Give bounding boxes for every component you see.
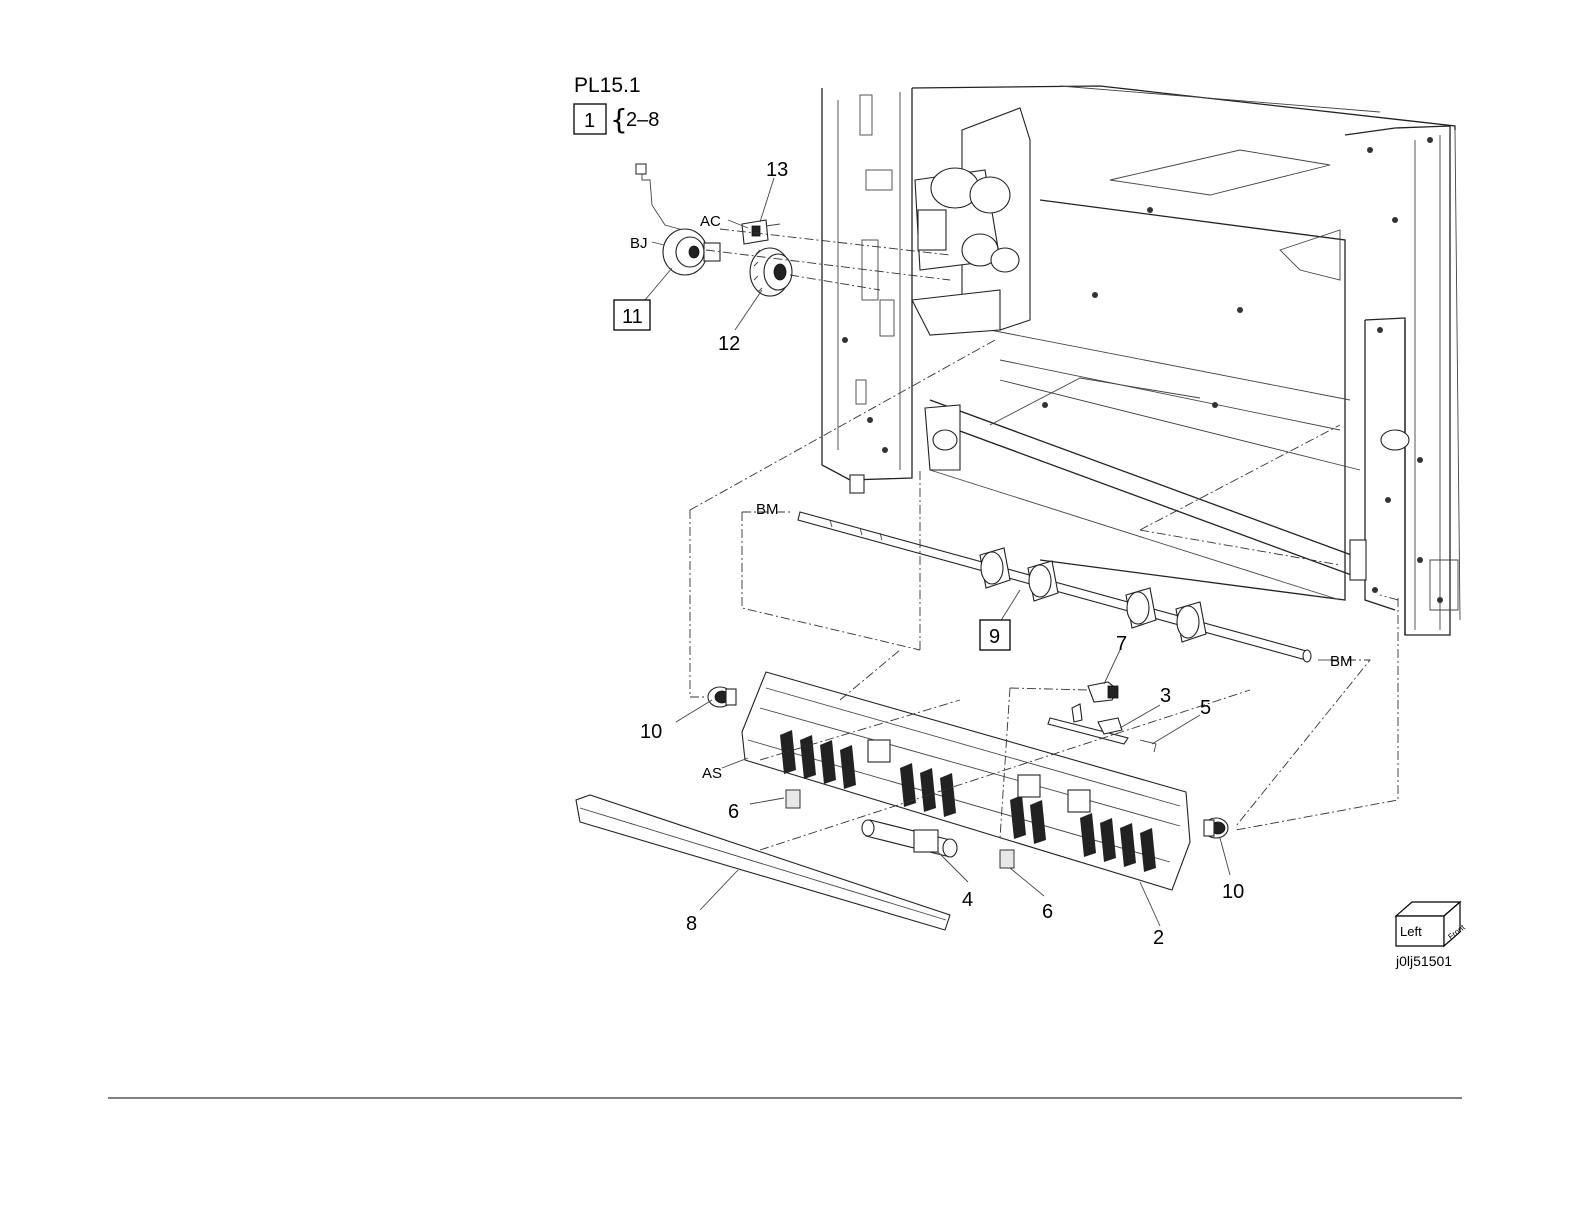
actuator-part-3 [1048,704,1128,744]
shaft-part-9 [798,512,1311,662]
callout-9: 9 [989,626,1000,648]
callout-12: 12 [718,333,740,355]
connector-bm-right: BM [1330,653,1353,670]
pad-part-6-left [786,790,800,808]
callout-5: 5 [1200,697,1211,719]
figure-id: j0lj51501 [1395,953,1452,969]
callout-11: 11 [622,306,643,328]
bearing-part-10-right [1204,818,1228,838]
pin-part-5 [1140,740,1156,752]
callout-7: 7 [1116,633,1127,655]
callout-6-left: 6 [728,801,739,823]
pad-part-6-right [1000,850,1014,868]
callout-2: 2 [1153,927,1164,949]
roller-part-4 [862,820,957,857]
bearing-part-10-left [708,687,736,707]
orientation-cube-icon: Left Front [1396,902,1467,946]
connector-bm-left: BM [756,501,779,518]
orientation-left-label: Left [1400,924,1422,939]
chute-part-2 [742,672,1190,890]
bracket-part-13 [742,220,780,244]
gear-part-12 [750,248,792,296]
kit-range: 2–8 [626,109,659,131]
connector-as: AS [702,765,722,782]
callout-6-right: 6 [1042,901,1053,923]
callout-10-left: 10 [640,721,662,743]
plate-id: PL15.1 [574,74,641,97]
kit-number: 1 [584,110,595,132]
connector-bj: BJ [630,235,648,252]
callout-10-right: 10 [1222,881,1244,903]
spring-part-7 [1088,682,1118,702]
callout-8: 8 [686,913,697,935]
callout-13: 13 [766,159,788,181]
cover-part-8 [576,795,950,930]
callout-3: 3 [1160,685,1171,707]
connector-ac: AC [700,213,721,230]
callout-4: 4 [962,889,973,911]
